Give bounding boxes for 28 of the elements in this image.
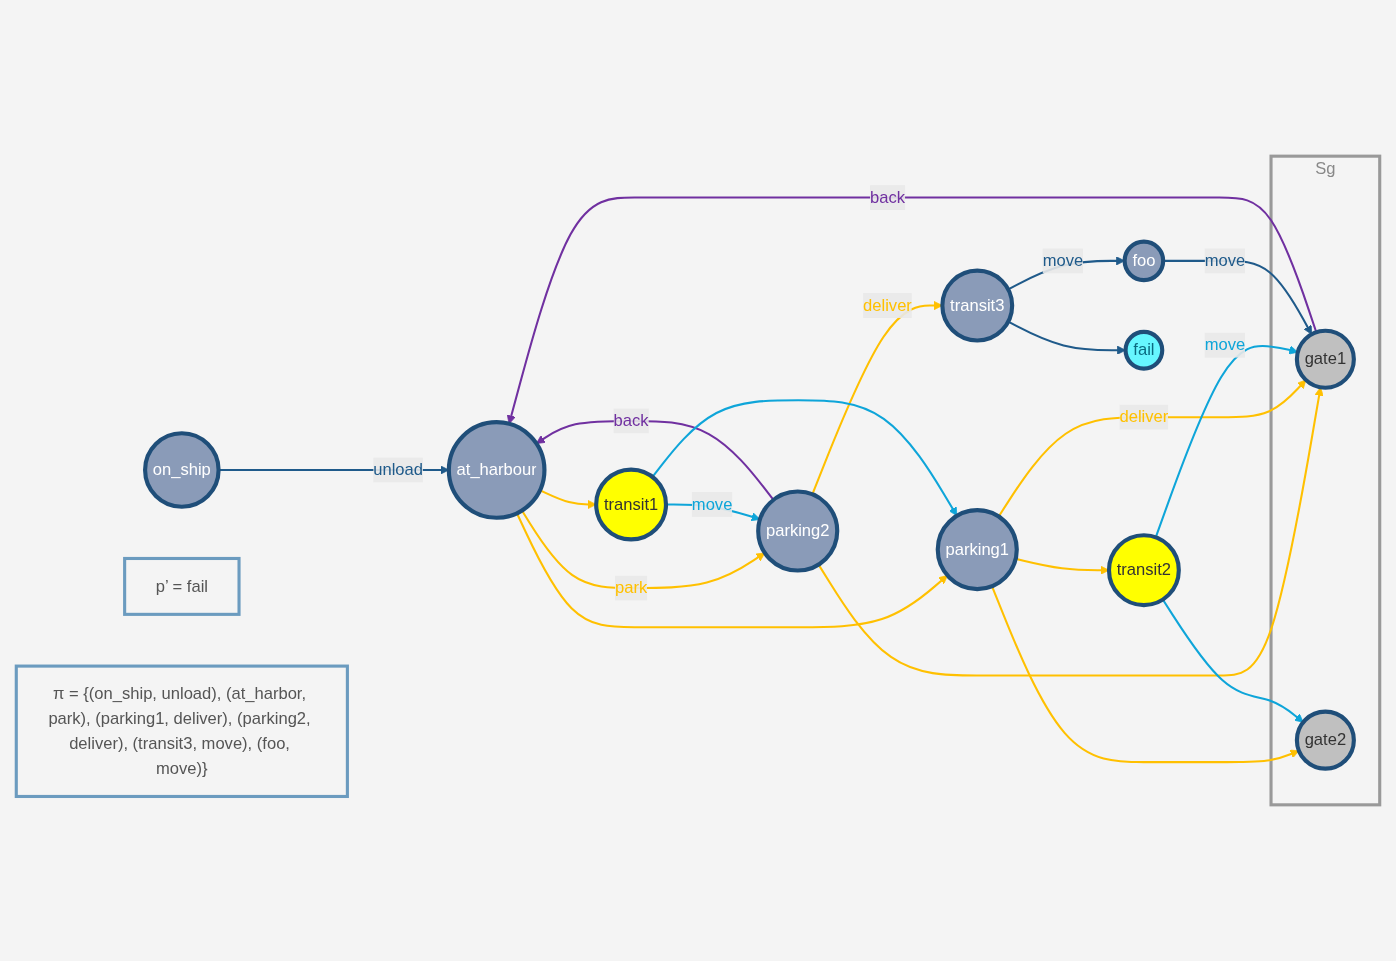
- arrow: [1161, 599, 1304, 723]
- node-circle: parking1: [935, 508, 1019, 592]
- edge-label: back: [870, 188, 905, 206]
- arrow: [516, 512, 948, 629]
- node-circle: transit1: [594, 467, 669, 542]
- node-circle: gate1: [1294, 328, 1356, 390]
- arrow: [997, 379, 1307, 517]
- edge-label: deliver: [1119, 407, 1169, 426]
- node-circle: fail: [1123, 329, 1165, 371]
- node-circle: transit2: [1106, 533, 1181, 608]
- edge-label: move: [1204, 335, 1246, 354]
- edge-label: park: [614, 578, 648, 597]
- edge-label: deliver: [863, 296, 912, 314]
- node-box: π = {(on_ship, unload), (at_harbor, park), (parking1, deliver), (parking2, deliver), (transit3, move), (foo, move)}: [14, 664, 349, 798]
- arrow: [651, 399, 958, 517]
- edge-label: unload: [373, 460, 423, 479]
- edge-label: move: [1204, 251, 1246, 270]
- node-circle: on_ship: [143, 431, 221, 509]
- node-circle: at_harbour: [446, 420, 547, 520]
- node-box: p’ = fail: [123, 556, 241, 616]
- edge-label: back: [613, 411, 649, 430]
- node-circle: gate2: [1294, 709, 1356, 771]
- edge-label: move: [691, 495, 733, 513]
- arrow: [521, 510, 766, 590]
- node-circle: transit3: [940, 268, 1015, 343]
- edge-label: move: [1042, 251, 1084, 270]
- node-circle: foo: [1122, 239, 1166, 283]
- node-circle: parking2: [756, 489, 840, 573]
